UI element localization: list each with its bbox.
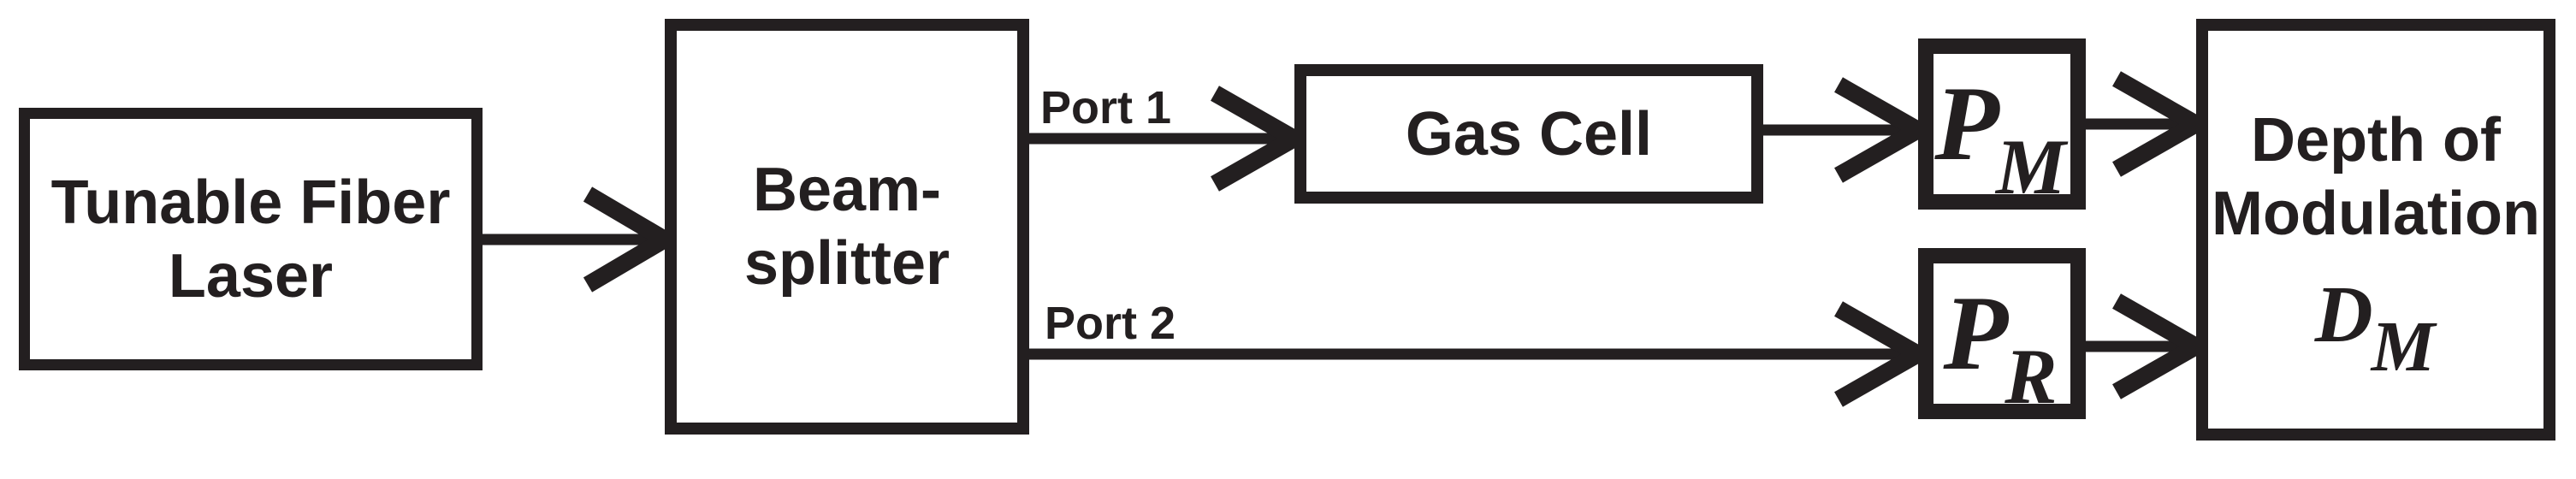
gas-cell-label: Gas Cell — [1405, 99, 1653, 169]
box-pr: PR — [1918, 248, 2086, 419]
dom-symbol-subscript: M — [2371, 307, 2436, 387]
pm-symbol-subscript: M — [1995, 123, 2066, 210]
pm-symbol: PM — [1934, 71, 2070, 207]
port1-label: Port 1 — [1040, 82, 1172, 133]
box-depth-of-modulation: Depth of Modulation DM — [2196, 19, 2555, 441]
box-gas-cell: Gas Cell — [1294, 64, 1763, 204]
pm-symbol-letter: P — [1934, 65, 1999, 182]
arrow-pm-to-dom — [2082, 71, 2214, 177]
box-pm: PM — [1918, 38, 2086, 210]
box-tunable-fiber-laser: Tunable Fiber Laser — [19, 108, 483, 370]
arrow-laser-to-beamsplitter — [479, 186, 682, 293]
pr-symbol-subscript: R — [2005, 333, 2058, 420]
dom-label-line2: Modulation — [2212, 180, 2540, 248]
beamsplitter-label-line1: Beam- — [752, 156, 942, 224]
dom-symbol-letter: D — [2314, 270, 2373, 359]
laser-label-line2: Laser — [168, 241, 334, 310]
pr-symbol: PR — [1943, 281, 2060, 417]
pr-symbol-letter: P — [1943, 275, 2009, 392]
box-beamsplitter: Beam- splitter — [665, 19, 1029, 435]
dom-label-line1: Depth of — [2251, 106, 2501, 174]
dom-symbol: DM — [2315, 275, 2437, 383]
laser-label-line1: Tunable Fiber — [50, 168, 451, 237]
arrow-gascell-to-pm — [1760, 77, 1936, 183]
port2-label: Port 2 — [1045, 298, 1176, 349]
arrow-pr-to-dom — [2082, 293, 2214, 399]
beamsplitter-label-line2: splitter — [743, 229, 950, 298]
